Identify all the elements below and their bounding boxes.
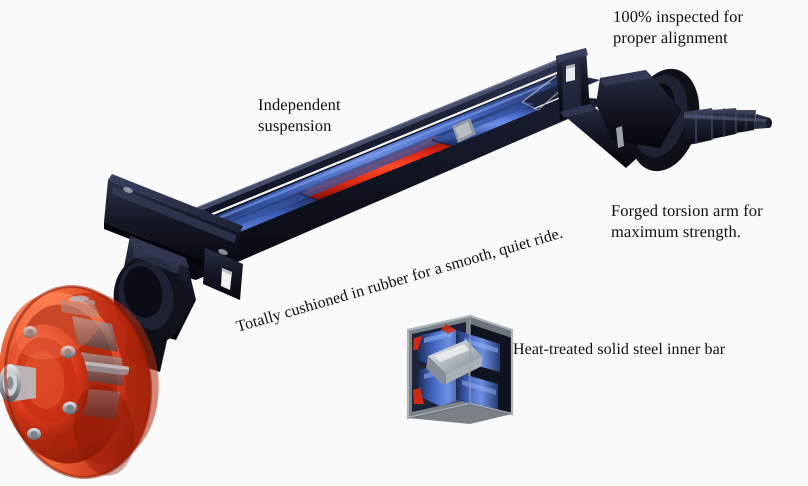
brake-drum-assembly <box>0 285 159 479</box>
callout-forged-torsion-arm: Forged torsion arm for maximum strength. <box>611 201 763 242</box>
callout-independent-suspension: Independent suspension <box>258 95 341 136</box>
callout-inspected: 100% inspected for proper alignment <box>613 7 744 48</box>
mounting-bracket-right <box>556 48 648 168</box>
spindle-shaft <box>684 108 772 146</box>
torsion-arm-right <box>596 68 772 172</box>
mounting-bracket-left <box>104 174 243 300</box>
inner-bar-cross-section <box>406 314 514 424</box>
axle-tube-cutaway <box>143 59 612 280</box>
callout-heat-treated-inner-bar: Heat-treated solid steel inner bar <box>513 341 726 358</box>
